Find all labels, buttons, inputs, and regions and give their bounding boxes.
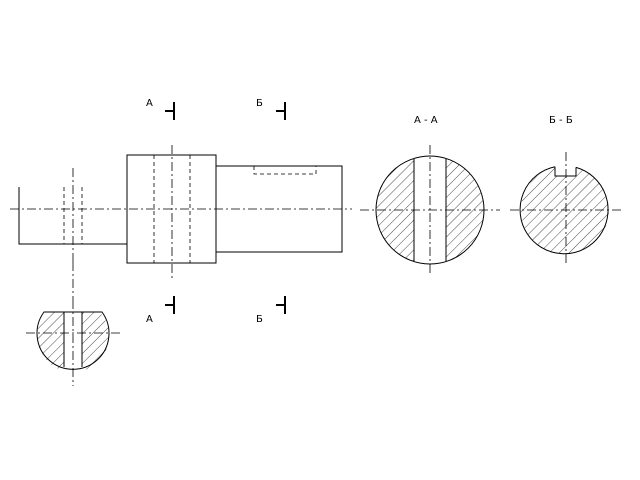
- section-bottom: [26, 300, 122, 386]
- section-a-a: А - А: [360, 115, 500, 276]
- section-b-keyway: [554, 166, 577, 177]
- cut-marker-b-bottom: Б: [256, 296, 286, 325]
- cut-marker-a-bottom: А: [146, 296, 175, 325]
- cut-label-a-bottom: А: [146, 314, 153, 325]
- section-b-outline: [519, 166, 609, 255]
- cut-label-b-bottom: Б: [256, 314, 263, 325]
- keyway-hidden: [253, 166, 317, 175]
- cut-label-b-top: Б: [256, 98, 263, 109]
- cut-marker-b-top: Б: [256, 98, 286, 120]
- section-bottom-outline: [36, 311, 110, 370]
- section-a-title: А - А: [414, 115, 438, 126]
- section-b-b: Б - Б: [510, 115, 622, 266]
- shaft-left-step: [18, 187, 127, 245]
- cut-marker-a-top: А: [146, 98, 175, 120]
- cut-label-a-top: А: [146, 98, 153, 109]
- shaft-main-view: [10, 145, 352, 300]
- section-b-title: Б - Б: [549, 115, 573, 126]
